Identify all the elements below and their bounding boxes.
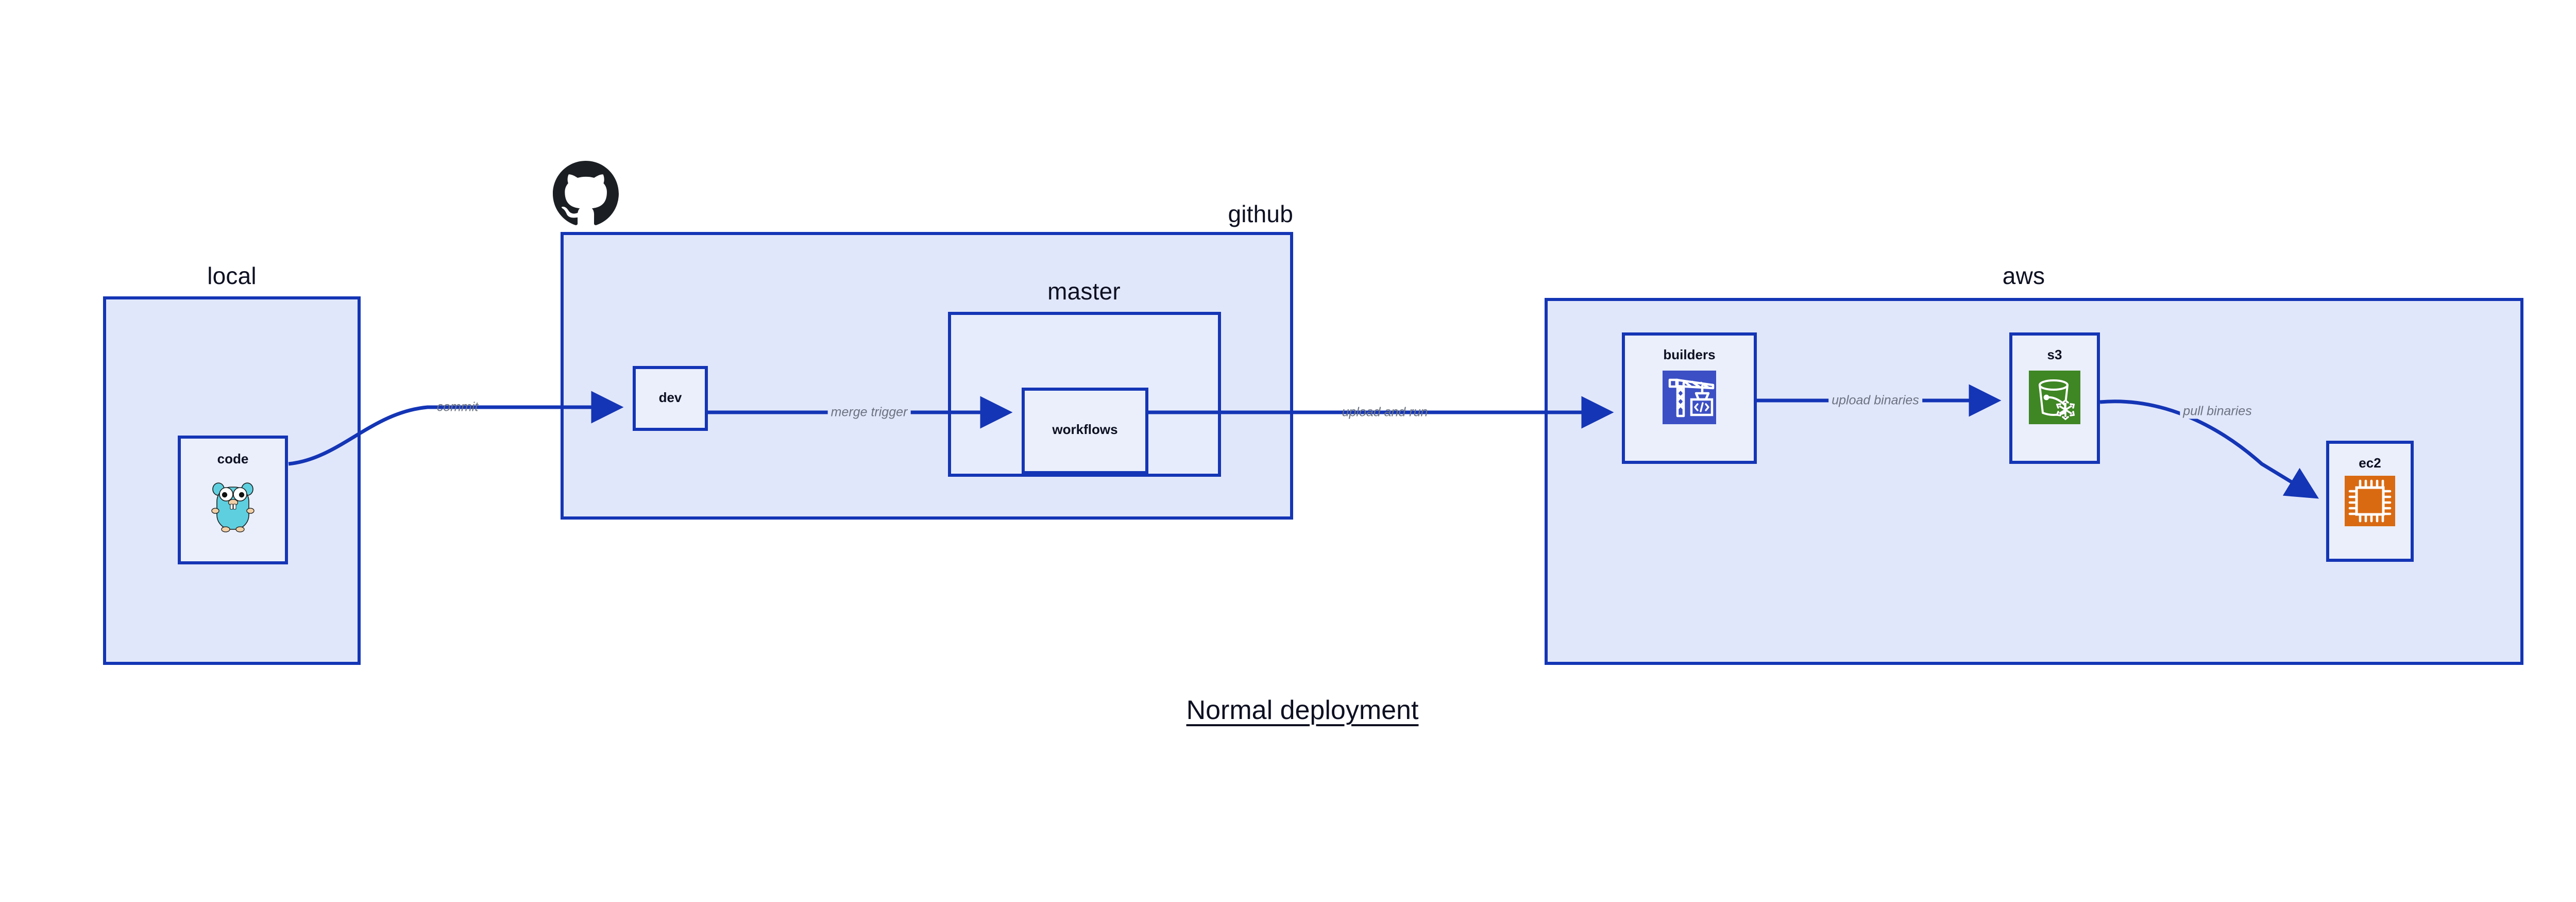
node-code-label: code: [217, 451, 249, 466]
group-title-aws: aws: [2002, 262, 2045, 289]
group-title-local: local: [207, 262, 257, 289]
crane-code-icon: [1663, 371, 1716, 424]
cpu-chip-icon: [2345, 476, 2395, 526]
edge-label-upload-binaries: upload binaries: [1828, 393, 1922, 408]
group-title-github: github: [1228, 201, 1293, 227]
edge-label-upload-and-run: upload and run: [1342, 405, 1428, 420]
group-title-master: master: [1047, 278, 1121, 305]
edge-label-pull-binaries: pull binaries: [2180, 404, 2255, 419]
node-s3-label: s3: [2047, 347, 2062, 362]
node-dev-label: dev: [658, 390, 682, 405]
s3-bucket-glacier-icon: [2029, 371, 2080, 424]
edge-label-merge-trigger: merge trigger: [827, 405, 911, 420]
node-workflows[interactable]: workflows: [1022, 388, 1148, 474]
edge-label-commit: commit: [436, 399, 479, 414]
go-gopher-icon: [209, 476, 257, 533]
node-builders[interactable]: builders: [1622, 332, 1757, 464]
node-dev[interactable]: dev: [633, 366, 708, 431]
node-code[interactable]: code: [178, 436, 288, 564]
node-builders-label: builders: [1663, 347, 1716, 362]
node-ec2[interactable]: ec2: [2326, 441, 2414, 562]
node-ec2-label: ec2: [2359, 455, 2381, 471]
node-workflows-label: workflows: [1052, 422, 1118, 437]
diagram-title: Normal deployment: [1186, 695, 1419, 725]
github-octocat-icon: [553, 161, 619, 227]
node-s3[interactable]: s3: [2009, 332, 2100, 464]
